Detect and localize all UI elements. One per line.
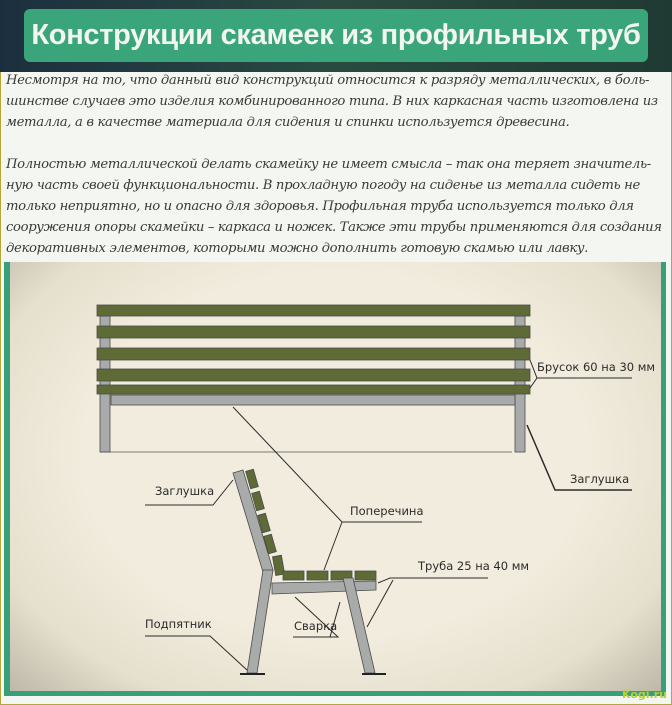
label-cap-right: Заглушка (570, 472, 629, 486)
text-line: сооружения опоры скамейки – каркаса и но… (6, 220, 662, 235)
back-slat (263, 533, 277, 555)
text-line: металла, а в качестве материала для сиде… (6, 115, 570, 130)
label-foot: Подпятник (145, 617, 212, 631)
paragraph-2: Полностью металлической делать скамейку … (6, 154, 666, 259)
label-pipe: Труба 25 на 40 мм (417, 559, 529, 573)
labels: Брусок 60 на 30 мм Заглушка Заглушка Поп… (145, 360, 667, 701)
leader-crossbar (323, 521, 343, 571)
leader-pipe (377, 577, 488, 584)
label-cap-left: Заглушка (155, 484, 214, 498)
leader-foot (145, 635, 248, 671)
seat-frame (271, 580, 377, 595)
back-slat (251, 490, 265, 512)
leader-bar (529, 377, 538, 389)
leader-cap-right (526, 424, 632, 491)
paragraph-1: Несмотря на то, что данный вид конструкц… (6, 70, 666, 133)
back-slat (245, 468, 259, 490)
back-leg (342, 577, 376, 674)
leader-weld (329, 601, 341, 638)
leader-lines (145, 359, 632, 671)
page-title: Конструкции скамеек из профильных труб (31, 19, 641, 51)
seat-slat (330, 570, 353, 581)
label-bar: Брусок 60 на 30 мм (537, 360, 655, 374)
leader-pipe (366, 579, 394, 628)
front-leg (246, 569, 274, 674)
back-slat (272, 554, 286, 577)
seat-slat (96, 384, 531, 395)
back-slat (96, 304, 531, 317)
label-weld: Сварка (294, 619, 337, 633)
title-box: Конструкции скамеек из профильных труб (24, 9, 648, 62)
front-view-bench (96, 304, 531, 453)
back-slat (96, 347, 531, 361)
text-line: только неприятно, но и опасно для здоров… (6, 199, 634, 214)
seat-slat (282, 570, 305, 581)
back-slat (257, 512, 271, 534)
crossbar (110, 394, 516, 406)
watermark: Kogi.ru (622, 688, 667, 701)
text-line: Несмотря на то, что данный вид конструкц… (6, 73, 650, 88)
side-view-bench (232, 468, 386, 675)
header-banner: Конструкции скамеек из профильных труб (0, 0, 672, 72)
seat-slat (96, 368, 531, 382)
label-crossbar: Поперечина (350, 504, 424, 518)
text-line: декоративных элементов, которыми можно д… (6, 241, 588, 256)
leader-weld (293, 596, 340, 638)
leader-cap-left (145, 479, 234, 506)
text-line: ную часть своей функциональности. В прох… (6, 178, 640, 193)
text-line: шинстве случаев это изделия комбинирован… (6, 94, 658, 109)
seat-slat (354, 570, 377, 581)
text-line: Полностью металлической делать скамейку … (6, 157, 651, 172)
seat-slat (306, 570, 329, 581)
back-slat (96, 325, 531, 339)
